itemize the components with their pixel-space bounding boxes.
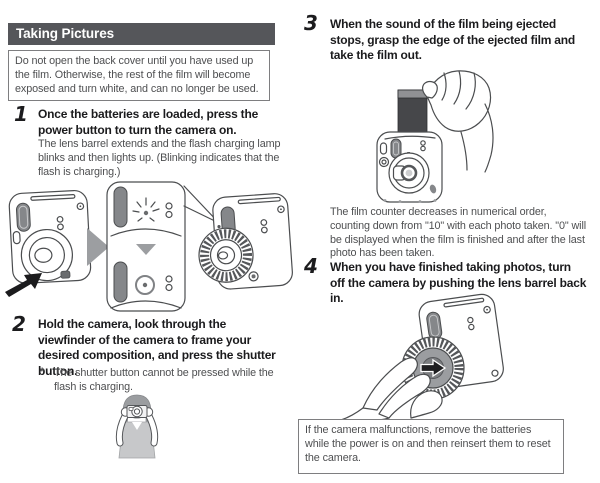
step-2-number: 2 — [12, 312, 26, 336]
step-1-body: The lens barrel extends and the flash ch… — [38, 138, 281, 178]
person-holding-camera-illustration — [115, 394, 159, 459]
lamp-blinking-icon — [110, 186, 182, 237]
step-3-number: 3 — [304, 11, 318, 35]
warning-text-top: Do not open the back cover until you hav… — [15, 55, 259, 95]
warning-box-top: Do not open the back cover until you hav… — [8, 50, 270, 101]
arrow-down-icon — [136, 244, 156, 255]
person-icon — [115, 394, 159, 459]
warning-text-bottom: If the camera malfunctions, remove the b… — [305, 424, 551, 464]
warning-box-bottom: If the camera malfunctions, remove the b… — [298, 419, 564, 474]
power-on-illustration — [5, 181, 293, 312]
lamp-lit-icon — [110, 261, 182, 309]
step-2-footnote-marker: * — [40, 366, 45, 378]
step-3-body: The film counter decreases in numerical … — [330, 206, 587, 260]
step-1-heading: Once the batteries are loaded, press the… — [38, 107, 259, 137]
flash-lamp-detail-panel — [106, 181, 220, 312]
step-2-heading: Hold the camera, look through the viewfi… — [38, 317, 276, 378]
push-arrow-icon — [420, 358, 447, 378]
small-camera-icon — [126, 405, 148, 418]
power-button-arrow-icon — [5, 273, 42, 297]
camera-front-icon — [376, 131, 443, 203]
ejected-film-icon — [397, 89, 428, 139]
step-2-footnote: The shutter button cannot be pressed whi… — [54, 367, 274, 393]
step-4-number: 4 — [304, 254, 318, 278]
camera-lens-retracted-icon — [8, 189, 92, 284]
section-header: Taking Pictures — [8, 23, 275, 45]
camera-lens-extended-icon — [198, 193, 293, 290]
step-4-heading: When you have finished taking photos, tu… — [330, 260, 587, 306]
step-3-heading: When the sound of the film being ejected… — [330, 17, 576, 63]
arrow-right-icon — [87, 228, 109, 266]
take-film-illustration — [376, 70, 494, 203]
hand-grasping-icon — [421, 70, 494, 173]
page-title: Taking Pictures — [16, 26, 115, 41]
push-lens-illustration — [340, 293, 504, 420]
step-1-number: 1 — [14, 102, 28, 126]
